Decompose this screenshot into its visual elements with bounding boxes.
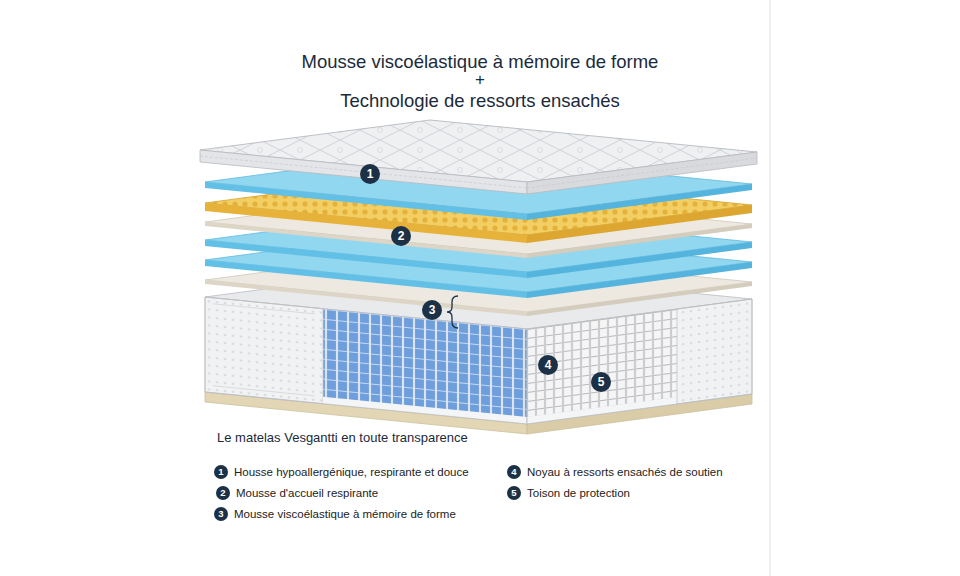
- callout-number: 3: [422, 300, 442, 320]
- legend-heading: Le matelas Vesgantti en toute transparen…: [217, 430, 468, 445]
- callout-number: 5: [591, 372, 611, 392]
- legend-number: 5: [507, 486, 521, 500]
- legend-text: Toison de protection: [527, 487, 630, 499]
- title-line: Technologie de ressorts ensachés: [0, 90, 960, 112]
- callout-number: 4: [538, 355, 558, 375]
- title: Mousse viscoélastique à mémoire de forme: [0, 51, 960, 73]
- legend-text: Housse hypoallergénique, respirante et d…: [234, 466, 469, 478]
- callout-number: 1: [360, 164, 380, 184]
- legend-number: 4: [507, 465, 521, 479]
- divider-line: [770, 0, 771, 576]
- bracket: [447, 296, 458, 328]
- legend-number: 1: [214, 465, 228, 479]
- callout-number: 2: [391, 226, 411, 246]
- legend-text: Mousse viscoélastique à mémoire de forme: [234, 508, 456, 520]
- legend-number: 2: [216, 486, 230, 500]
- legend-number: 3: [214, 507, 228, 521]
- legend-text: Noyau à ressorts ensachés de soutien: [527, 466, 723, 478]
- quilted-cover: [200, 120, 757, 194]
- legend-text: Mousse d'accueil respirante: [236, 487, 378, 499]
- title-plus: +: [0, 70, 960, 90]
